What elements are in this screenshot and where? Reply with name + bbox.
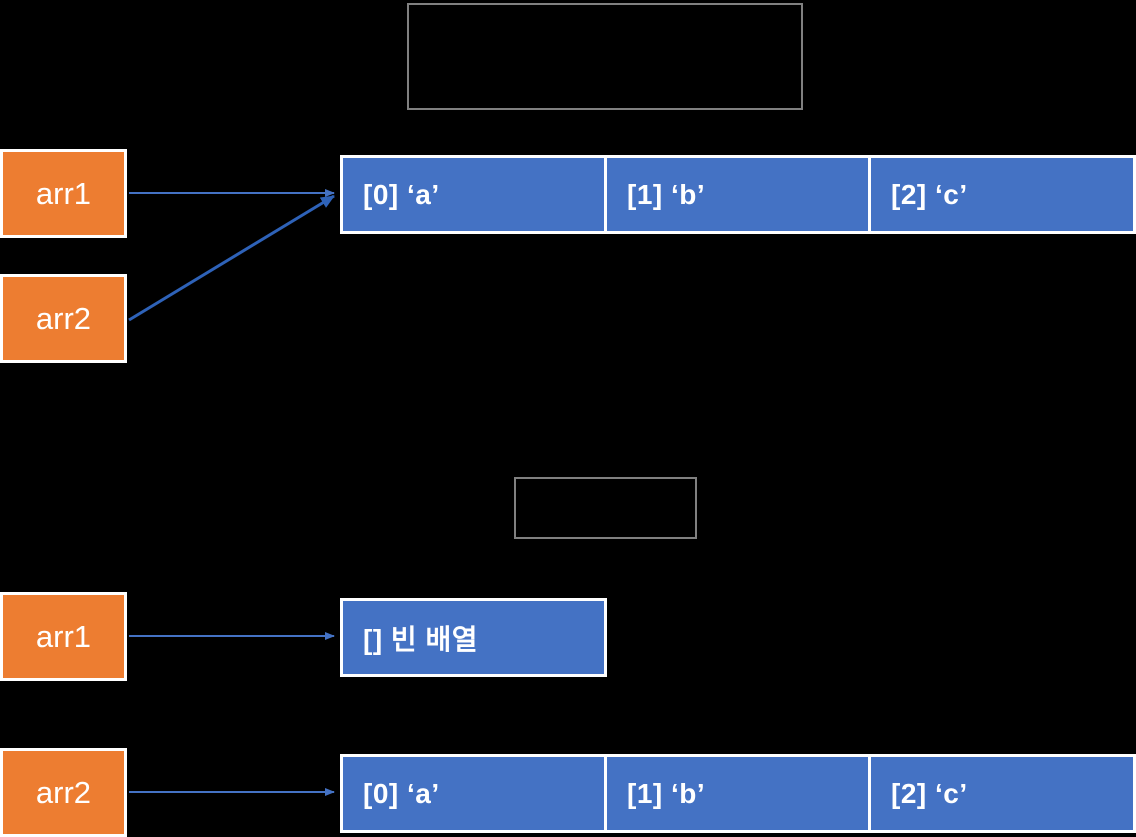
array-cell-text: [] 빈 배열 [363, 623, 478, 655]
array-filled-arr2: [0] ‘a’ [1] ‘b’ [2] ‘c’ [340, 754, 1136, 833]
array-empty-arr1: [] 빈 배열 [340, 598, 607, 677]
variable-label: arr1 [35, 176, 92, 211]
array-cell[interactable]: [2] ‘c’ [871, 158, 1133, 231]
array-cell[interactable]: [] 빈 배열 [343, 601, 604, 674]
variable-label: arr2 [35, 301, 92, 336]
variable-label: arr2 [35, 775, 92, 810]
array-cell-text: [0] ‘a’ [363, 178, 440, 210]
variable-box-arr2-top[interactable]: arr2 [0, 274, 127, 363]
array-cell[interactable]: [1] ‘b’ [607, 158, 868, 231]
array-cell[interactable]: [2] ‘c’ [871, 757, 1133, 830]
array-cell[interactable]: [1] ‘b’ [607, 757, 868, 830]
variable-label: arr1 [35, 619, 92, 654]
note-box-bottom [514, 477, 697, 539]
array-cell-text: [2] ‘c’ [891, 178, 968, 210]
array-cell[interactable]: [0] ‘a’ [343, 158, 604, 231]
array-cell-text: [0] ‘a’ [363, 777, 440, 809]
array-cell-text: [1] ‘b’ [627, 178, 706, 210]
note-box-top [407, 3, 803, 110]
array-cell-text: [1] ‘b’ [627, 777, 706, 809]
variable-box-arr1-top[interactable]: arr1 [0, 149, 127, 238]
array-cell-text: [2] ‘c’ [891, 777, 968, 809]
array-cell[interactable]: [0] ‘a’ [343, 757, 604, 830]
array-shared-top: [0] ‘a’ [1] ‘b’ [2] ‘c’ [340, 155, 1136, 234]
variable-box-arr2-bottom[interactable]: arr2 [0, 748, 127, 837]
variable-box-arr1-bottom[interactable]: arr1 [0, 592, 127, 681]
arrow-arr2-to-shared-array [128, 194, 335, 322]
